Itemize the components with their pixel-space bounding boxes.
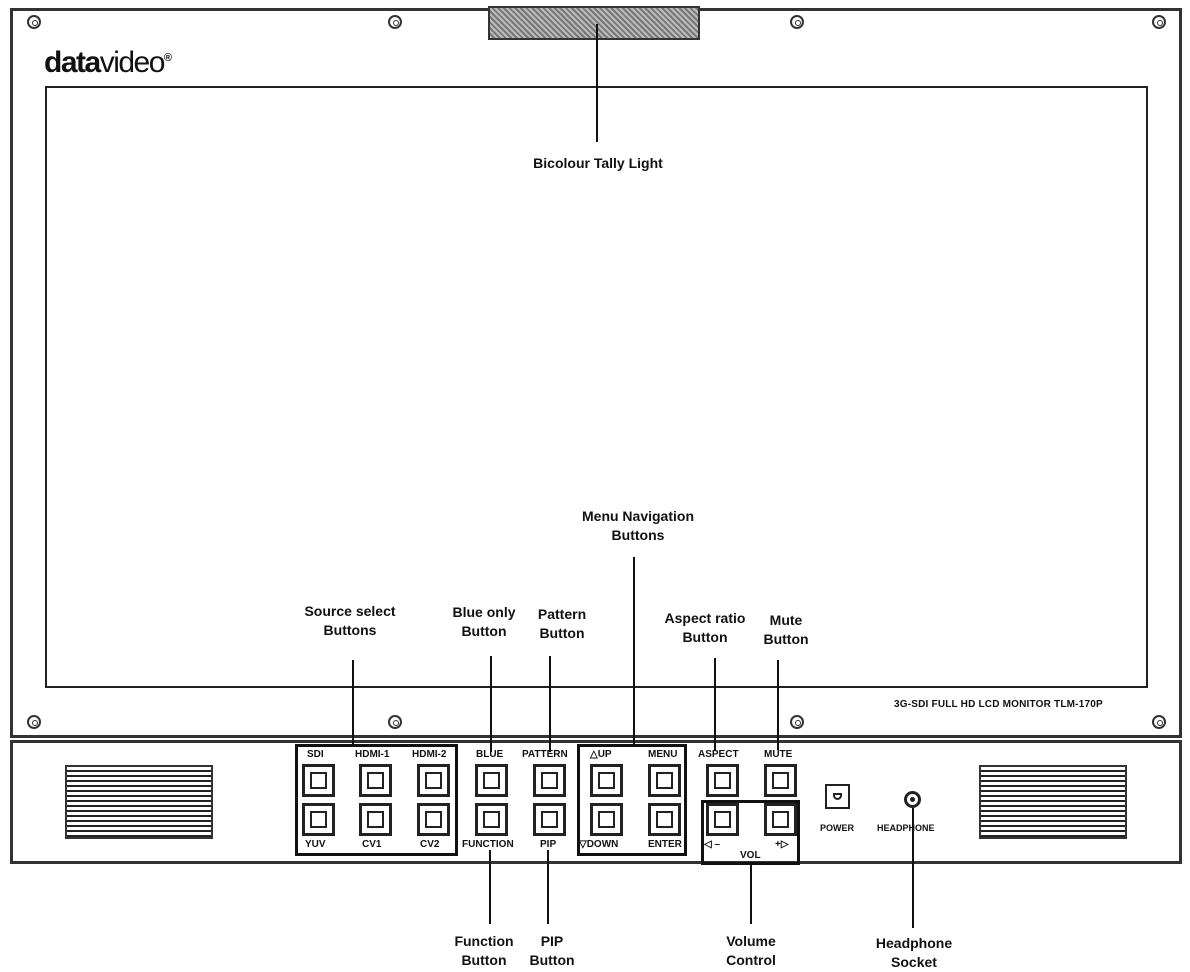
menu-nav-leader-line [633, 557, 635, 747]
pip-label: PIP [540, 839, 557, 850]
blue-button[interactable] [475, 764, 508, 797]
screw-icon [1152, 15, 1166, 29]
function-leader-line [489, 850, 491, 924]
down-label: ▽DOWN [579, 839, 619, 850]
callout-tally-light: Bicolour Tally Light [533, 155, 663, 171]
source-leader-line [352, 660, 354, 746]
headphone-leader-line [912, 808, 914, 928]
mute-leader-line [777, 660, 779, 750]
tally-light [488, 6, 700, 40]
aspect-label: ASPECT [698, 749, 739, 760]
screw-icon [388, 15, 402, 29]
cv1-label: CV1 [362, 839, 382, 850]
headphone-label: HEADPHONE [877, 823, 935, 833]
volume-down-label: ◁ – [704, 839, 721, 850]
screw-icon [790, 15, 804, 29]
aspect-leader-line [714, 658, 716, 750]
enter-button[interactable] [648, 803, 681, 836]
screw-icon [388, 715, 402, 729]
cv1-button[interactable] [359, 803, 392, 836]
source-select-group [295, 744, 458, 856]
blue-leader-line [490, 656, 492, 752]
sdi-label: SDI [307, 749, 324, 760]
down-button[interactable] [590, 803, 623, 836]
pip-leader-line [547, 850, 549, 924]
pattern-label: PATTERN [522, 749, 568, 760]
up-label: △UP [590, 749, 612, 760]
sdi-button[interactable] [302, 764, 335, 797]
tally-leader-line [596, 24, 598, 142]
aspect-button[interactable] [706, 764, 739, 797]
hdmi1-button[interactable] [359, 764, 392, 797]
function-button[interactable] [475, 803, 508, 836]
model-label: 3G-SDI FULL HD LCD MONITOR TLM-170P [894, 699, 1103, 710]
hdmi1-label: HDMI-1 [355, 749, 390, 760]
headphone-jack-icon[interactable] [904, 791, 921, 808]
menu-label: MENU [648, 749, 678, 760]
function-label: FUNCTION [462, 839, 514, 850]
mute-label: MUTE [764, 749, 793, 760]
blue-label: BLUE [476, 749, 504, 760]
screw-icon [790, 715, 804, 729]
screw-icon [1152, 715, 1166, 729]
pip-button[interactable] [533, 803, 566, 836]
cv2-button[interactable] [417, 803, 450, 836]
volume-leader-line [750, 862, 752, 924]
datavideo-logo: datavideo® [44, 46, 172, 79]
cv2-label: CV2 [420, 839, 440, 850]
pattern-leader-line [549, 656, 551, 752]
enter-label: ENTER [648, 839, 682, 850]
speaker-grille-left [65, 765, 213, 839]
yuv-label: YUV [305, 839, 326, 850]
hdmi2-button[interactable] [417, 764, 450, 797]
yuv-button[interactable] [302, 803, 335, 836]
volume-down-button[interactable] [706, 803, 739, 836]
menu-navigation-group [577, 744, 687, 856]
pattern-button[interactable] [533, 764, 566, 797]
power-button[interactable] [825, 784, 850, 809]
vol-label: VOL [740, 850, 761, 861]
volume-up-button[interactable] [764, 803, 797, 836]
volume-up-label: +▷ [775, 839, 789, 850]
lcd-screen [45, 86, 1148, 688]
screw-icon [27, 715, 41, 729]
menu-button[interactable] [648, 764, 681, 797]
screw-icon [27, 15, 41, 29]
hdmi2-label: HDMI-2 [412, 749, 447, 760]
mute-button[interactable] [764, 764, 797, 797]
speaker-grille-right [979, 765, 1127, 839]
up-button[interactable] [590, 764, 623, 797]
power-label: POWER [820, 823, 855, 833]
